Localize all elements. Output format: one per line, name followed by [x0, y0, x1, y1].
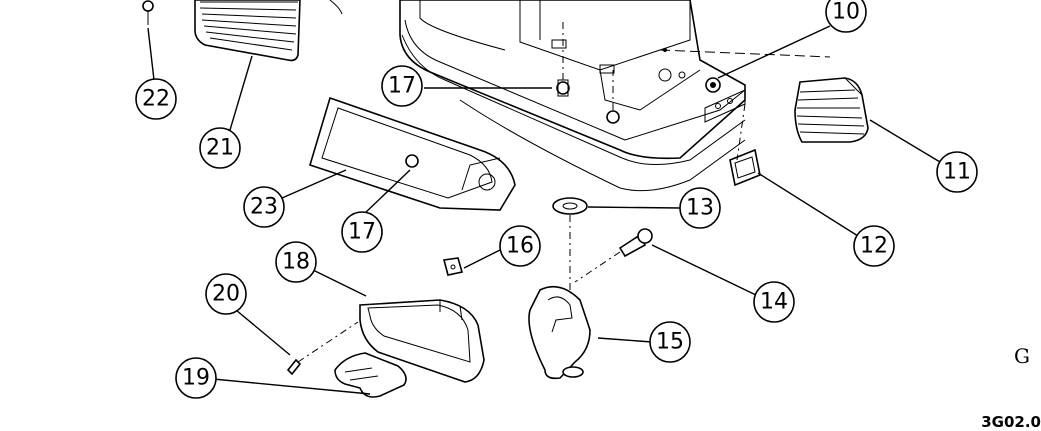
callout-16: 16: [499, 225, 541, 267]
drawing-code: 3G02.0: [981, 413, 1041, 431]
clip-top: [329, 0, 343, 15]
callout-12: 12: [853, 225, 895, 267]
manufacturer-logo: G: [1014, 344, 1030, 368]
callout-17-upper: 17: [381, 65, 423, 107]
socket-12: [729, 148, 761, 187]
svg-text:17: 17: [388, 74, 416, 99]
clip-16: [442, 257, 464, 276]
grommet-13: [552, 197, 588, 215]
fastener-22: [142, 0, 154, 25]
svg-text:17: 17: [348, 220, 376, 245]
bumper-assembly: [399, 0, 746, 192]
gasket-23: [309, 96, 516, 211]
svg-text:21: 21: [206, 136, 234, 161]
svg-text:15: 15: [656, 330, 684, 355]
svg-text:14: 14: [760, 290, 788, 315]
svg-text:18: 18: [282, 250, 310, 275]
callout-20: 20: [205, 273, 247, 315]
callout-15: 15: [649, 321, 691, 363]
svg-text:10: 10: [832, 0, 860, 25]
screw-20: [286, 358, 302, 376]
svg-text:13: 13: [686, 196, 714, 221]
screw-17-lower: [606, 110, 620, 124]
svg-text:23: 23: [250, 195, 278, 220]
screw-17-gasket: [405, 154, 419, 168]
svg-text:20: 20: [212, 282, 240, 307]
callout-17-lower: 17: [341, 211, 383, 253]
screw-17-upper: [556, 79, 570, 97]
callout-19: 19: [175, 357, 217, 399]
svg-text:19: 19: [182, 366, 210, 391]
tail-lamp-11: [794, 77, 869, 143]
callout-10: 10: [825, 0, 867, 33]
svg-text:12: 12: [860, 234, 888, 259]
lamp-housing-18: [359, 299, 485, 383]
lens-21: [194, 0, 301, 62]
svg-text:11: 11: [943, 160, 971, 185]
callout-14: 14: [753, 281, 795, 323]
callout-18: 18: [275, 241, 317, 283]
callout-23: 23: [243, 186, 285, 228]
callout-22: 22: [135, 78, 177, 120]
bracket-15: [528, 285, 591, 380]
callout-11: 11: [936, 151, 978, 193]
svg-text:22: 22: [142, 87, 170, 112]
lens-19: [334, 352, 407, 398]
callout-21: 21: [199, 127, 241, 169]
callout-13: 13: [679, 187, 721, 229]
screw-14: [618, 228, 653, 258]
logo-g-text: G: [1014, 344, 1030, 368]
svg-text:16: 16: [506, 234, 534, 259]
